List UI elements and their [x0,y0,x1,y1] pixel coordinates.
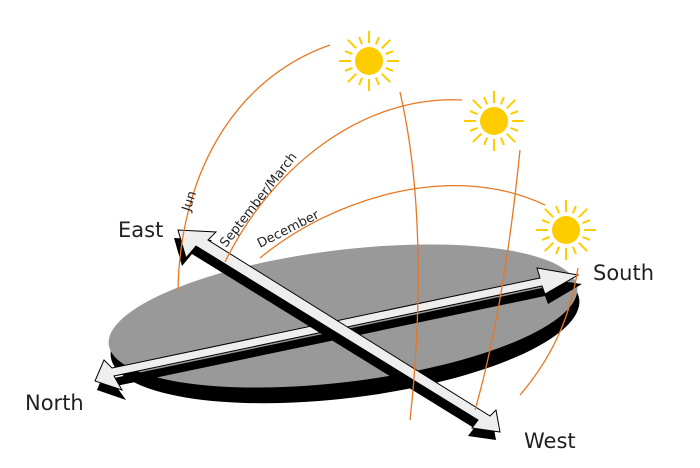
sun-ray [380,72,391,83]
sun-ray [483,137,489,146]
sun-path-september-descend [474,149,521,411]
sun-path-december [259,185,546,259]
label-jun: Jun [179,189,200,214]
sun-ray [472,99,483,110]
east-west-arrow [174,229,501,440]
sun-ray [358,36,364,45]
sun-path-december-descend [519,267,579,396]
sun-ray [385,66,394,72]
sun-ray [544,208,555,219]
sun-icon [536,200,596,260]
sun-ray [577,208,588,219]
sun-ray [347,39,358,50]
sun-ray [499,137,505,146]
sun-ray [499,96,505,105]
sun-ray [358,77,364,86]
sun-ray [544,241,555,252]
sun-ray [374,77,380,86]
sun-ray [469,126,478,132]
sun-ray [582,235,591,241]
sun-ray [541,235,550,241]
sun-path-jun-descend [399,91,419,421]
label-west: West [524,429,576,453]
sun-ray [469,110,478,116]
sun-ray [571,205,577,214]
sun-icon [339,31,399,91]
sun-ray [374,36,380,45]
label-december: December [255,207,322,251]
sun-path-september [224,99,463,263]
sun-ray [555,205,561,214]
sun-ray [344,50,353,56]
sun-ray [344,66,353,72]
sun-icon [464,91,524,151]
sun-ray [510,126,519,132]
sun-ray [510,110,519,116]
sun-ray [472,132,483,143]
sun-ray [582,219,591,225]
sun-ray [571,246,577,255]
sun-ray [385,50,394,56]
label-east: East [118,218,163,242]
sun-ray [541,219,550,225]
sun-ray [483,96,489,105]
sun-ray [347,72,358,83]
sun-ray [505,99,516,110]
label-north: North [25,391,84,415]
sun-path-jun [177,44,331,291]
sun-ray [380,39,391,50]
sun-ray [505,132,516,143]
sun-ray [577,241,588,252]
sun-ray [555,246,561,255]
label-south: South [593,261,654,285]
